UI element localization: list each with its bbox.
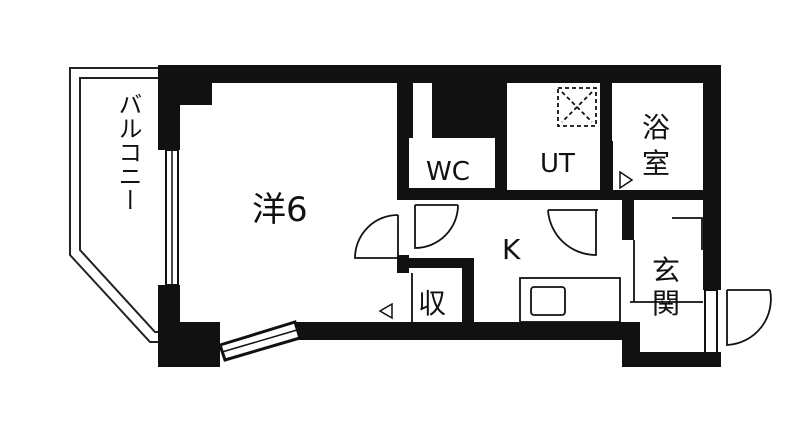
wc-label: WC [426, 157, 470, 187]
bath-label-2: 室 [642, 147, 670, 180]
entrance-label-2: 関 [652, 287, 680, 320]
door-swings [354, 204, 772, 346]
bath-label-1: 浴 [642, 111, 670, 144]
storage-label: 収 [418, 287, 446, 320]
balcony-label: バルコニー [114, 92, 142, 212]
door-markers [378, 170, 634, 320]
window [218, 320, 302, 362]
ut-label: UT [540, 149, 575, 179]
kitchen-label: K [502, 233, 521, 266]
entrance-door-frame [704, 289, 718, 356]
balcony-door [165, 149, 179, 286]
walls [158, 65, 721, 367]
entrance-label-1: 玄 [652, 254, 680, 287]
fixtures [519, 87, 703, 323]
western-room-label: 洋6 [252, 190, 308, 230]
bath-door-frame [601, 141, 613, 193]
